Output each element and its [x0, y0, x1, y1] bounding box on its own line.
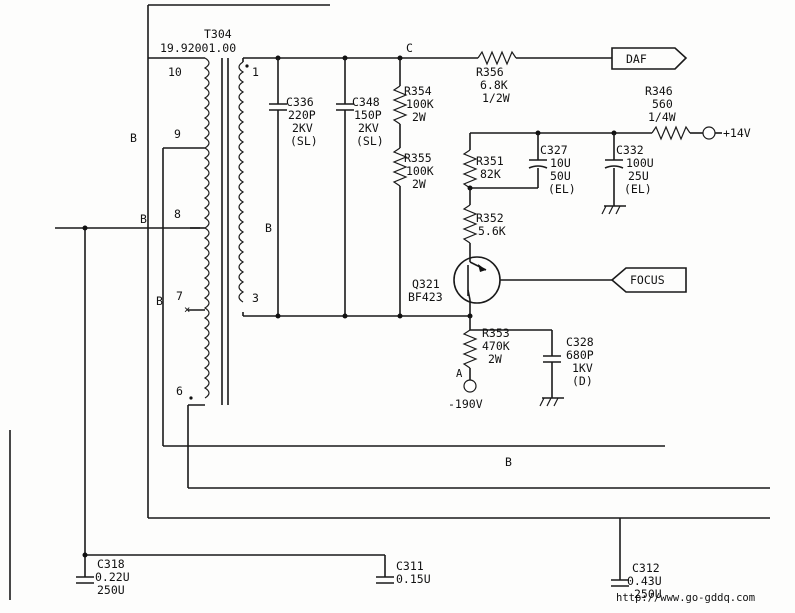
resistor-r352: R352 5.6K — [462, 188, 506, 262]
svg-text:C312: C312 — [632, 561, 660, 575]
pin-6-label: 6 — [176, 384, 183, 398]
capacitor-c328: C328 680P 1KV (D) — [539, 330, 594, 407]
svg-text:100K: 100K — [406, 164, 434, 178]
svg-text:50U: 50U — [550, 169, 571, 183]
pin-10-label: 10 — [168, 65, 182, 79]
svg-text:25U: 25U — [628, 169, 649, 183]
svg-text:C318: C318 — [97, 557, 125, 571]
node-c-label: C — [406, 41, 413, 55]
svg-text:2W: 2W — [412, 177, 426, 191]
pin-7-label: 7 — [176, 289, 183, 303]
resistor-r353: A R353 470K 2W -190V — [448, 326, 510, 411]
svg-text:150P: 150P — [354, 108, 382, 122]
svg-text:82K: 82K — [480, 167, 501, 181]
resistor-r351: R351 82K — [462, 133, 504, 191]
svg-text:×: × — [184, 304, 190, 316]
svg-text:560: 560 — [652, 97, 673, 111]
svg-text:(SL): (SL) — [290, 134, 318, 148]
svg-text:R355: R355 — [404, 151, 432, 165]
svg-text:0.22U: 0.22U — [95, 570, 130, 584]
svg-text:R352: R352 — [476, 211, 504, 225]
svg-text:5.6K: 5.6K — [478, 224, 506, 238]
svg-text:220P: 220P — [288, 108, 316, 122]
transformer-ref: T304 — [204, 27, 232, 41]
svg-text:DAF: DAF — [626, 52, 647, 66]
svg-text:C332: C332 — [616, 143, 644, 157]
minus-190v-label: -190V — [448, 397, 483, 411]
capacitor-c327: C327 10U 50U (EL) — [470, 130, 576, 196]
svg-text:0.43U: 0.43U — [627, 574, 662, 588]
capacitor-c332: C332 100U 25U (EL) — [601, 130, 654, 215]
svg-text:1/4W: 1/4W — [648, 110, 676, 124]
plus-14v-label: +14V — [723, 126, 751, 140]
svg-text:680P: 680P — [566, 348, 594, 362]
resistor-r354: R354 100K 2W — [392, 58, 434, 148]
b-labels: B B B B B — [130, 131, 512, 469]
svg-text:250U: 250U — [634, 587, 662, 601]
svg-text:250U: 250U — [97, 583, 125, 597]
svg-text:100U: 100U — [626, 156, 654, 170]
svg-text:(EL): (EL) — [548, 182, 576, 196]
svg-text:470K: 470K — [482, 339, 510, 353]
svg-text:R356: R356 — [476, 65, 504, 79]
svg-text:6.8K: 6.8K — [480, 78, 508, 92]
transformer-t304: T304 19.92001.00 10 9 8 7 6 1 3 × — [160, 27, 470, 410]
svg-text:R351: R351 — [476, 154, 504, 168]
svg-text:B: B — [156, 294, 163, 308]
transistor-q321: Q321 BF423 — [408, 256, 612, 316]
resistor-r355: R355 100K 2W — [392, 147, 434, 319]
svg-text:BF423: BF423 — [408, 290, 443, 304]
svg-text:R354: R354 — [404, 84, 432, 98]
resistor-r356: R356 6.8K 1/2W — [476, 50, 612, 105]
capacitor-c348: C348 150P 2KV (SL) — [336, 58, 384, 319]
pin-9-label: 9 — [174, 127, 181, 141]
svg-text:1/2W: 1/2W — [482, 91, 510, 105]
svg-text:A: A — [456, 368, 463, 380]
capacitor-c312: C312 0.43U 250U — [611, 561, 662, 601]
svg-text:Q321: Q321 — [412, 277, 440, 291]
svg-text:C328: C328 — [566, 335, 594, 349]
pin-3-label: 3 — [252, 291, 259, 305]
svg-text:2KV: 2KV — [292, 121, 313, 135]
svg-text:2W: 2W — [412, 110, 426, 124]
svg-text:C327: C327 — [540, 143, 568, 157]
svg-text:FOCUS: FOCUS — [630, 273, 665, 287]
svg-text:2W: 2W — [488, 352, 502, 366]
svg-text:B: B — [130, 131, 137, 145]
daf-connector: DAF — [611, 47, 688, 70]
svg-text:2KV: 2KV — [358, 121, 379, 135]
capacitor-c336: C336 220P 2KV (SL) — [269, 58, 318, 319]
capacitor-c311: C311 0.15U — [376, 559, 431, 586]
svg-text:100K: 100K — [406, 97, 434, 111]
focus-connector: FOCUS — [610, 267, 687, 293]
svg-text:R346: R346 — [645, 84, 673, 98]
emitter-node — [467, 313, 552, 331]
watermark-text: http://www.go-gddq.com — [616, 592, 755, 604]
transformer-ratio: 19.92001.00 — [160, 41, 236, 55]
svg-text:0.15U: 0.15U — [396, 572, 431, 586]
svg-text:B: B — [505, 455, 512, 469]
svg-text:B: B — [140, 212, 147, 226]
svg-text:(EL): (EL) — [624, 182, 652, 196]
svg-text:B: B — [265, 221, 272, 235]
resistor-r346: R346 560 1/4W +14V — [470, 84, 751, 141]
svg-text:(D): (D) — [572, 374, 593, 388]
svg-text:R353: R353 — [482, 326, 510, 340]
svg-text:(SL): (SL) — [356, 134, 384, 148]
svg-text:C348: C348 — [352, 95, 380, 109]
svg-text:C311: C311 — [396, 559, 424, 573]
svg-text:1KV: 1KV — [572, 361, 593, 375]
pin-8-label: 8 — [174, 207, 181, 221]
frame-wires — [9, 4, 770, 600]
svg-text:10U: 10U — [550, 156, 571, 170]
pin-1-label: 1 — [252, 65, 259, 79]
capacitor-c318: C318 0.22U 250U — [76, 557, 130, 597]
svg-text:C336: C336 — [286, 95, 314, 109]
